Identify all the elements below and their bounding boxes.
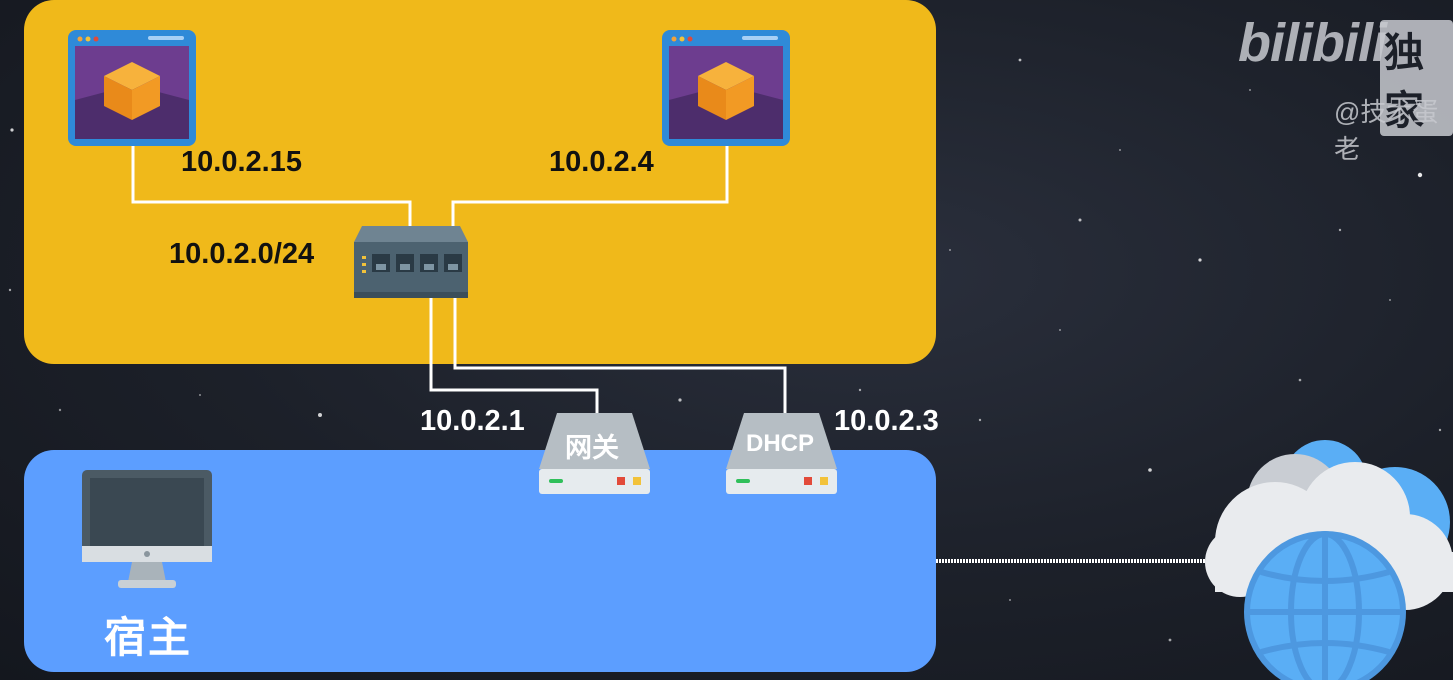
- host-label: 宿主: [104, 614, 193, 661]
- author-handle: @技术蛋老: [1334, 97, 1439, 164]
- vm2-link: [451, 145, 729, 228]
- gateway-link: [429, 297, 599, 415]
- bilibili-logo: bilibili: [1238, 13, 1387, 73]
- virtual-machine-icon: [68, 30, 196, 146]
- monitor-icon: [82, 470, 212, 588]
- cloud-globe-icon: [1205, 440, 1453, 680]
- subnet-label: 10.0.2.0/24: [169, 238, 315, 270]
- server-icon: [726, 413, 837, 494]
- server-icon: [539, 413, 650, 494]
- network-switch-icon: [354, 226, 468, 298]
- exclusive-badge: 独家: [1380, 20, 1453, 136]
- gateway-ip-label: 10.0.2.1: [420, 405, 525, 437]
- vm2-ip-label: 10.0.2.4: [549, 146, 654, 178]
- virtual-machine-icon: [662, 30, 790, 146]
- vm1-link: [131, 145, 412, 228]
- dhcp-ip-label: 10.0.2.3: [834, 405, 939, 437]
- dhcp-label: DHCP: [746, 430, 815, 457]
- vm1-ip-label: 10.0.2.15: [181, 146, 302, 178]
- dhcp-link: [453, 297, 787, 415]
- gateway-label: 网关: [565, 433, 619, 463]
